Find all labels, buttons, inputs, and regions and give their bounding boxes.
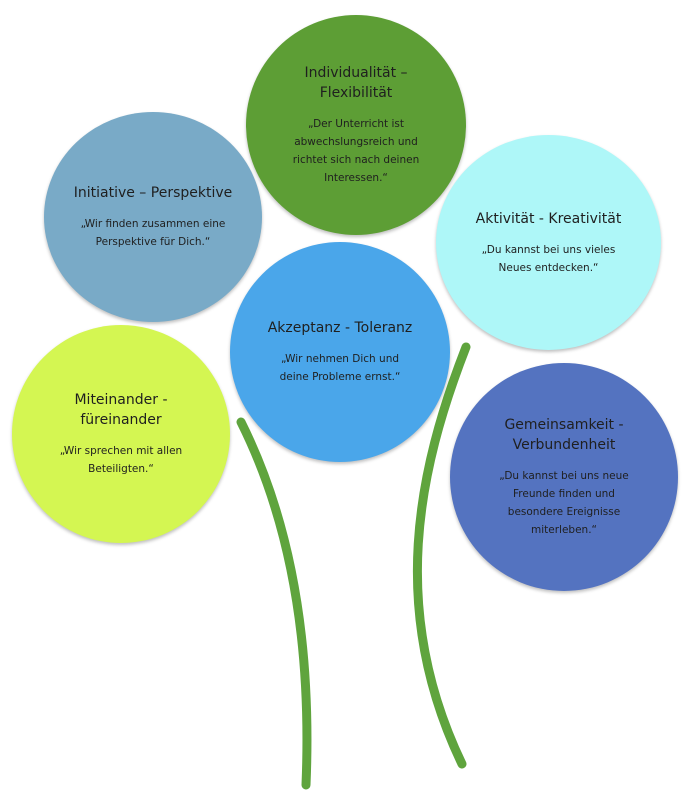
circle-title: Akzeptanz - Toleranz (267, 320, 413, 336)
circle-title: Initiative – Perspektive (73, 185, 233, 201)
circle-gemeinsamkeit: Gemeinsamkeit - Verbundenheit „Du kannst… (450, 363, 678, 591)
right-stem (412, 342, 471, 769)
left-stem (236, 417, 312, 790)
circle-initiative: Initiative – Perspektive „Wir finden zus… (44, 112, 262, 322)
circle-quote: „Wir nehmen Dich und deine Probleme erns… (279, 353, 401, 383)
circle-title: Gemeinsamkeit - Verbundenheit (504, 417, 624, 453)
circle-aktivitaet: Aktivität - Kreativität „Du kannst bei u… (436, 135, 661, 350)
circle-title: Individualität – Flexibilität (304, 65, 408, 101)
circle-quote: „Der Unterricht ist abwechslungsreich un… (292, 118, 420, 184)
circle-miteinander: Miteinander - füreinander „Wir sprechen … (12, 325, 230, 543)
circle-title: Miteinander - füreinander (74, 392, 168, 428)
circle-quote: „Du kannst bei uns neue Freunde finden u… (499, 470, 629, 536)
circle-quote: „Wir sprechen mit allen Beteiligten.“ (59, 445, 183, 475)
circle-title: Aktivität - Kreativität (475, 210, 622, 227)
circle-individualitaet: Individualität – Flexibilität „Der Unter… (246, 15, 466, 235)
circle-quote: „Du kannst bei uns vieles Neues entdecke… (481, 243, 616, 274)
circle-quote: „Wir finden zusammen eine Perspektive fü… (80, 218, 226, 248)
circle-akzeptanz: Akzeptanz - Toleranz „Wir nehmen Dich un… (230, 242, 450, 462)
